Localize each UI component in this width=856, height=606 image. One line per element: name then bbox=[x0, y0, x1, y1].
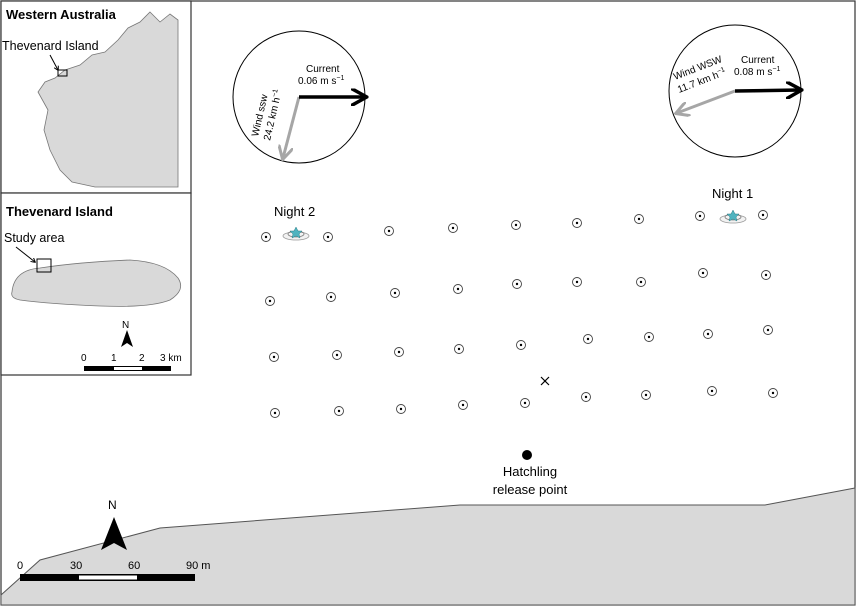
receiver-marker bbox=[332, 350, 342, 360]
receiver-marker bbox=[448, 223, 458, 233]
receiver-marker bbox=[695, 211, 705, 221]
receiver-marker bbox=[265, 296, 275, 306]
receiver-marker bbox=[390, 288, 400, 298]
scale-label-90: 90 m bbox=[186, 560, 210, 572]
night1-current-value: 0.08 m s−1 bbox=[734, 66, 780, 78]
receiver-marker bbox=[270, 408, 280, 418]
receiver-marker bbox=[520, 398, 530, 408]
receiver-marker bbox=[512, 279, 522, 289]
receiver-marker bbox=[583, 334, 593, 344]
receiver-marker bbox=[581, 392, 591, 402]
inset-scale-1: 1 bbox=[111, 353, 117, 364]
receiver-marker bbox=[572, 277, 582, 287]
inset-ti-title: Thevenard Island bbox=[6, 204, 113, 219]
inset-north-label: N bbox=[122, 320, 129, 331]
inset-scale-0: 0 bbox=[81, 353, 87, 364]
receiver-marker bbox=[261, 232, 271, 242]
north-arrow-icon: N bbox=[101, 498, 127, 550]
night-1-label: Night 1 bbox=[712, 186, 753, 201]
main-scale-bar: 0 30 60 90 m bbox=[17, 560, 210, 581]
inset-wa-island-label: Thevenard Island bbox=[2, 39, 99, 53]
receiver-marker bbox=[269, 352, 279, 362]
receiver-marker bbox=[572, 218, 582, 228]
receiver-marker bbox=[703, 329, 713, 339]
night2-current-title: Current bbox=[306, 64, 340, 75]
receiver-marker bbox=[511, 220, 521, 230]
receiver-marker bbox=[326, 292, 336, 302]
receiver-marker bbox=[641, 390, 651, 400]
inset-wa-locator-box bbox=[57, 69, 68, 77]
receiver-marker bbox=[453, 284, 463, 294]
inset-western-australia: Western Australia Thevenard Island bbox=[0, 0, 192, 194]
inset-north-arrow-icon: N bbox=[121, 320, 133, 347]
night-2-label: Night 2 bbox=[274, 204, 315, 219]
receiver-marker bbox=[758, 210, 768, 220]
release-point-marker bbox=[522, 450, 532, 460]
release-point-label-line2: release point bbox=[493, 482, 568, 497]
receiver-marker bbox=[396, 404, 406, 414]
receiver-marker bbox=[458, 400, 468, 410]
receiver-marker bbox=[454, 344, 464, 354]
coastline-land bbox=[0, 487, 856, 606]
inset-ti-study-area-box bbox=[36, 258, 52, 273]
release-point-label-line1: Hatchling bbox=[503, 464, 557, 479]
inset-scale-2: 2 bbox=[139, 353, 145, 364]
night1-current-title: Current bbox=[741, 55, 775, 66]
receiver-marker bbox=[644, 332, 654, 342]
receiver-marker bbox=[334, 406, 344, 416]
receiver-marker bbox=[763, 325, 773, 335]
night2-current-value: 0.06 m s−1 bbox=[298, 75, 344, 87]
western-australia-shape bbox=[37, 11, 179, 188]
scale-label-0: 0 bbox=[17, 560, 23, 572]
scale-label-60: 60 bbox=[128, 560, 140, 572]
receiver-marker bbox=[323, 232, 333, 242]
receiver-marker bbox=[698, 268, 708, 278]
receiver-grid bbox=[261, 210, 778, 418]
hatchling-icon-night-2 bbox=[282, 226, 310, 241]
receiver-marker bbox=[634, 214, 644, 224]
hatchling-icon-night-1 bbox=[719, 209, 747, 224]
north-label: N bbox=[108, 498, 117, 512]
center-cross-icon bbox=[540, 376, 550, 386]
inset-thevenard-island: Thevenard Island Study area N 0 1 2 3 km bbox=[0, 192, 192, 376]
receiver-marker bbox=[636, 277, 646, 287]
compass-night-1: Current 0.08 m s−1 Wind WSW 11.7 km h−1 bbox=[668, 24, 801, 158]
inset-wa-title: Western Australia bbox=[6, 7, 117, 22]
receiver-marker bbox=[516, 340, 526, 350]
compass-night-2: Current 0.06 m s−1 Wind ssw 24.2 km h−1 bbox=[232, 30, 365, 164]
receiver-marker bbox=[761, 270, 771, 280]
receiver-marker bbox=[768, 388, 778, 398]
inset-ti-study-area-label: Study area bbox=[4, 231, 65, 245]
inset-scale-3: 3 km bbox=[160, 353, 182, 364]
receiver-marker bbox=[394, 347, 404, 357]
inset-scale-bar: 0 1 2 3 km bbox=[81, 353, 182, 371]
scale-label-30: 30 bbox=[70, 560, 82, 572]
receiver-marker bbox=[384, 226, 394, 236]
receiver-marker bbox=[707, 386, 717, 396]
